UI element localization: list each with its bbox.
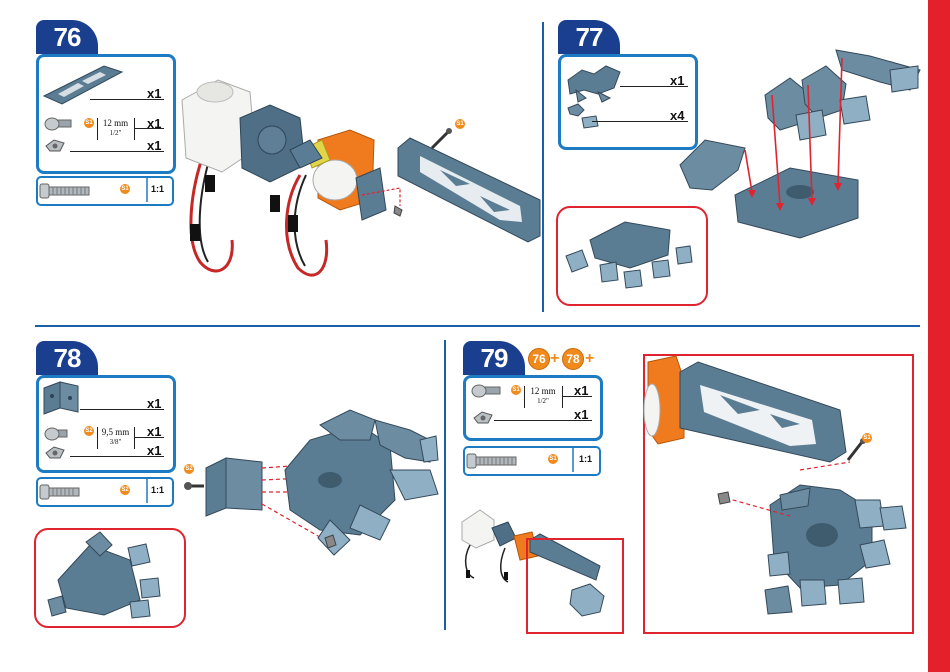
s1-badge: S1 bbox=[862, 433, 872, 443]
